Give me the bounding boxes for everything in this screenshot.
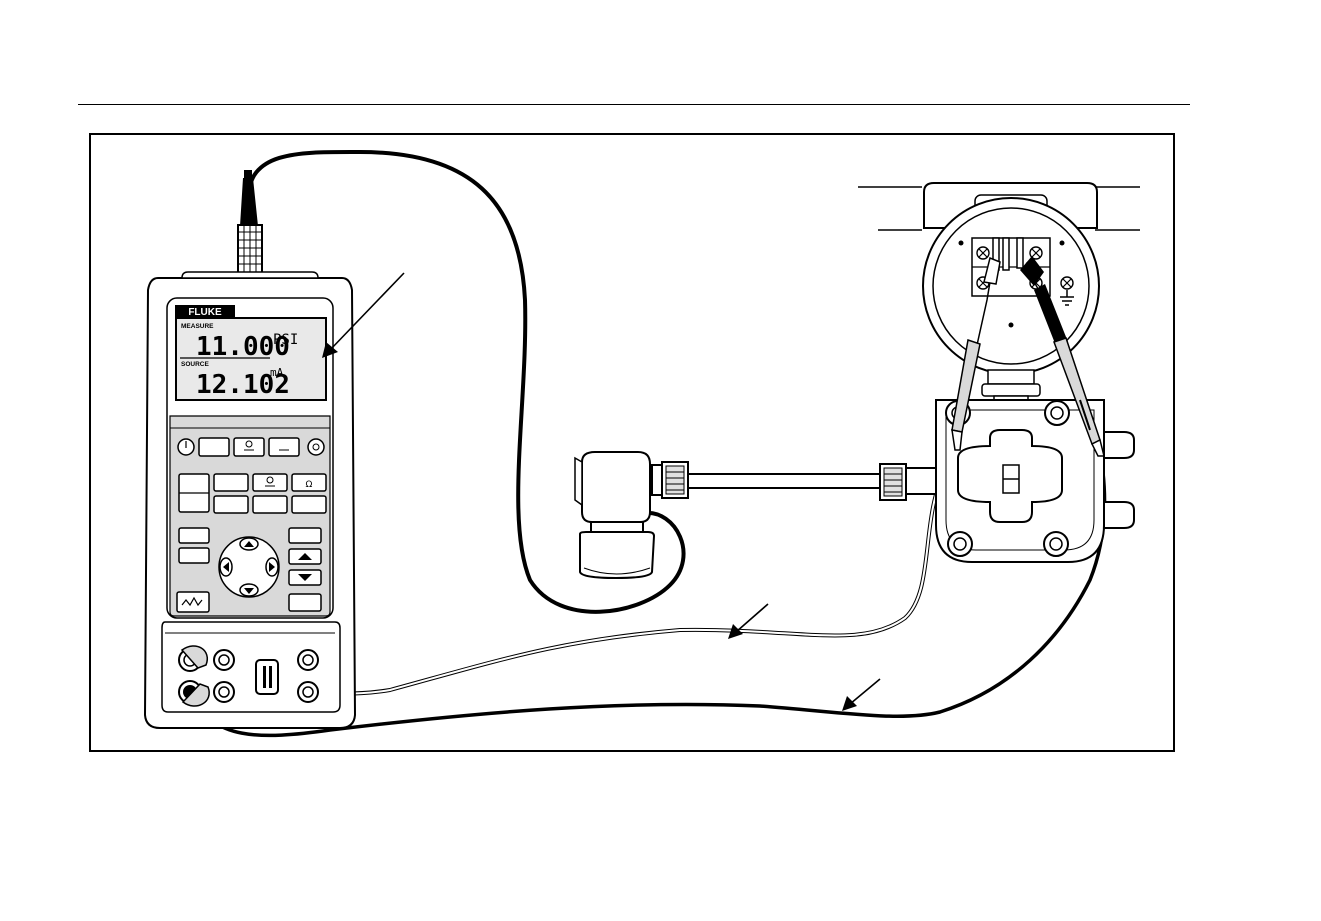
setup-button[interactable]	[179, 528, 209, 543]
measure-label: MEASURE	[181, 323, 214, 330]
callout-arrow-red-lead	[736, 604, 768, 632]
zero-button[interactable]	[269, 438, 299, 456]
callout-arrow-black-lead	[850, 679, 880, 704]
backlight-button[interactable]	[308, 439, 324, 455]
pressure-line	[688, 464, 936, 500]
volts-button[interactable]	[214, 496, 248, 513]
ramp-button[interactable]	[177, 592, 209, 612]
process-calibrator: FLUKE MEASURE 11.000 PSI SOURCE 12.102 m…	[145, 170, 355, 728]
source-unit: mA	[270, 366, 284, 379]
temperature-button[interactable]	[292, 496, 326, 513]
mode-button[interactable]	[199, 438, 229, 456]
enter-button[interactable]	[289, 594, 321, 611]
step-button[interactable]	[289, 528, 321, 543]
svg-text:Ω: Ω	[306, 480, 313, 490]
frequency-button[interactable]	[253, 496, 287, 513]
pressure-transmitter	[858, 183, 1140, 562]
brand-logo: FLUKE	[188, 307, 222, 318]
pressure-module	[575, 452, 688, 578]
tc-connector[interactable]	[256, 660, 278, 694]
source-label: SOURCE	[181, 361, 209, 368]
store-button[interactable]	[179, 548, 209, 563]
measure-unit: PSI	[273, 332, 298, 348]
ma-button[interactable]	[214, 474, 248, 491]
